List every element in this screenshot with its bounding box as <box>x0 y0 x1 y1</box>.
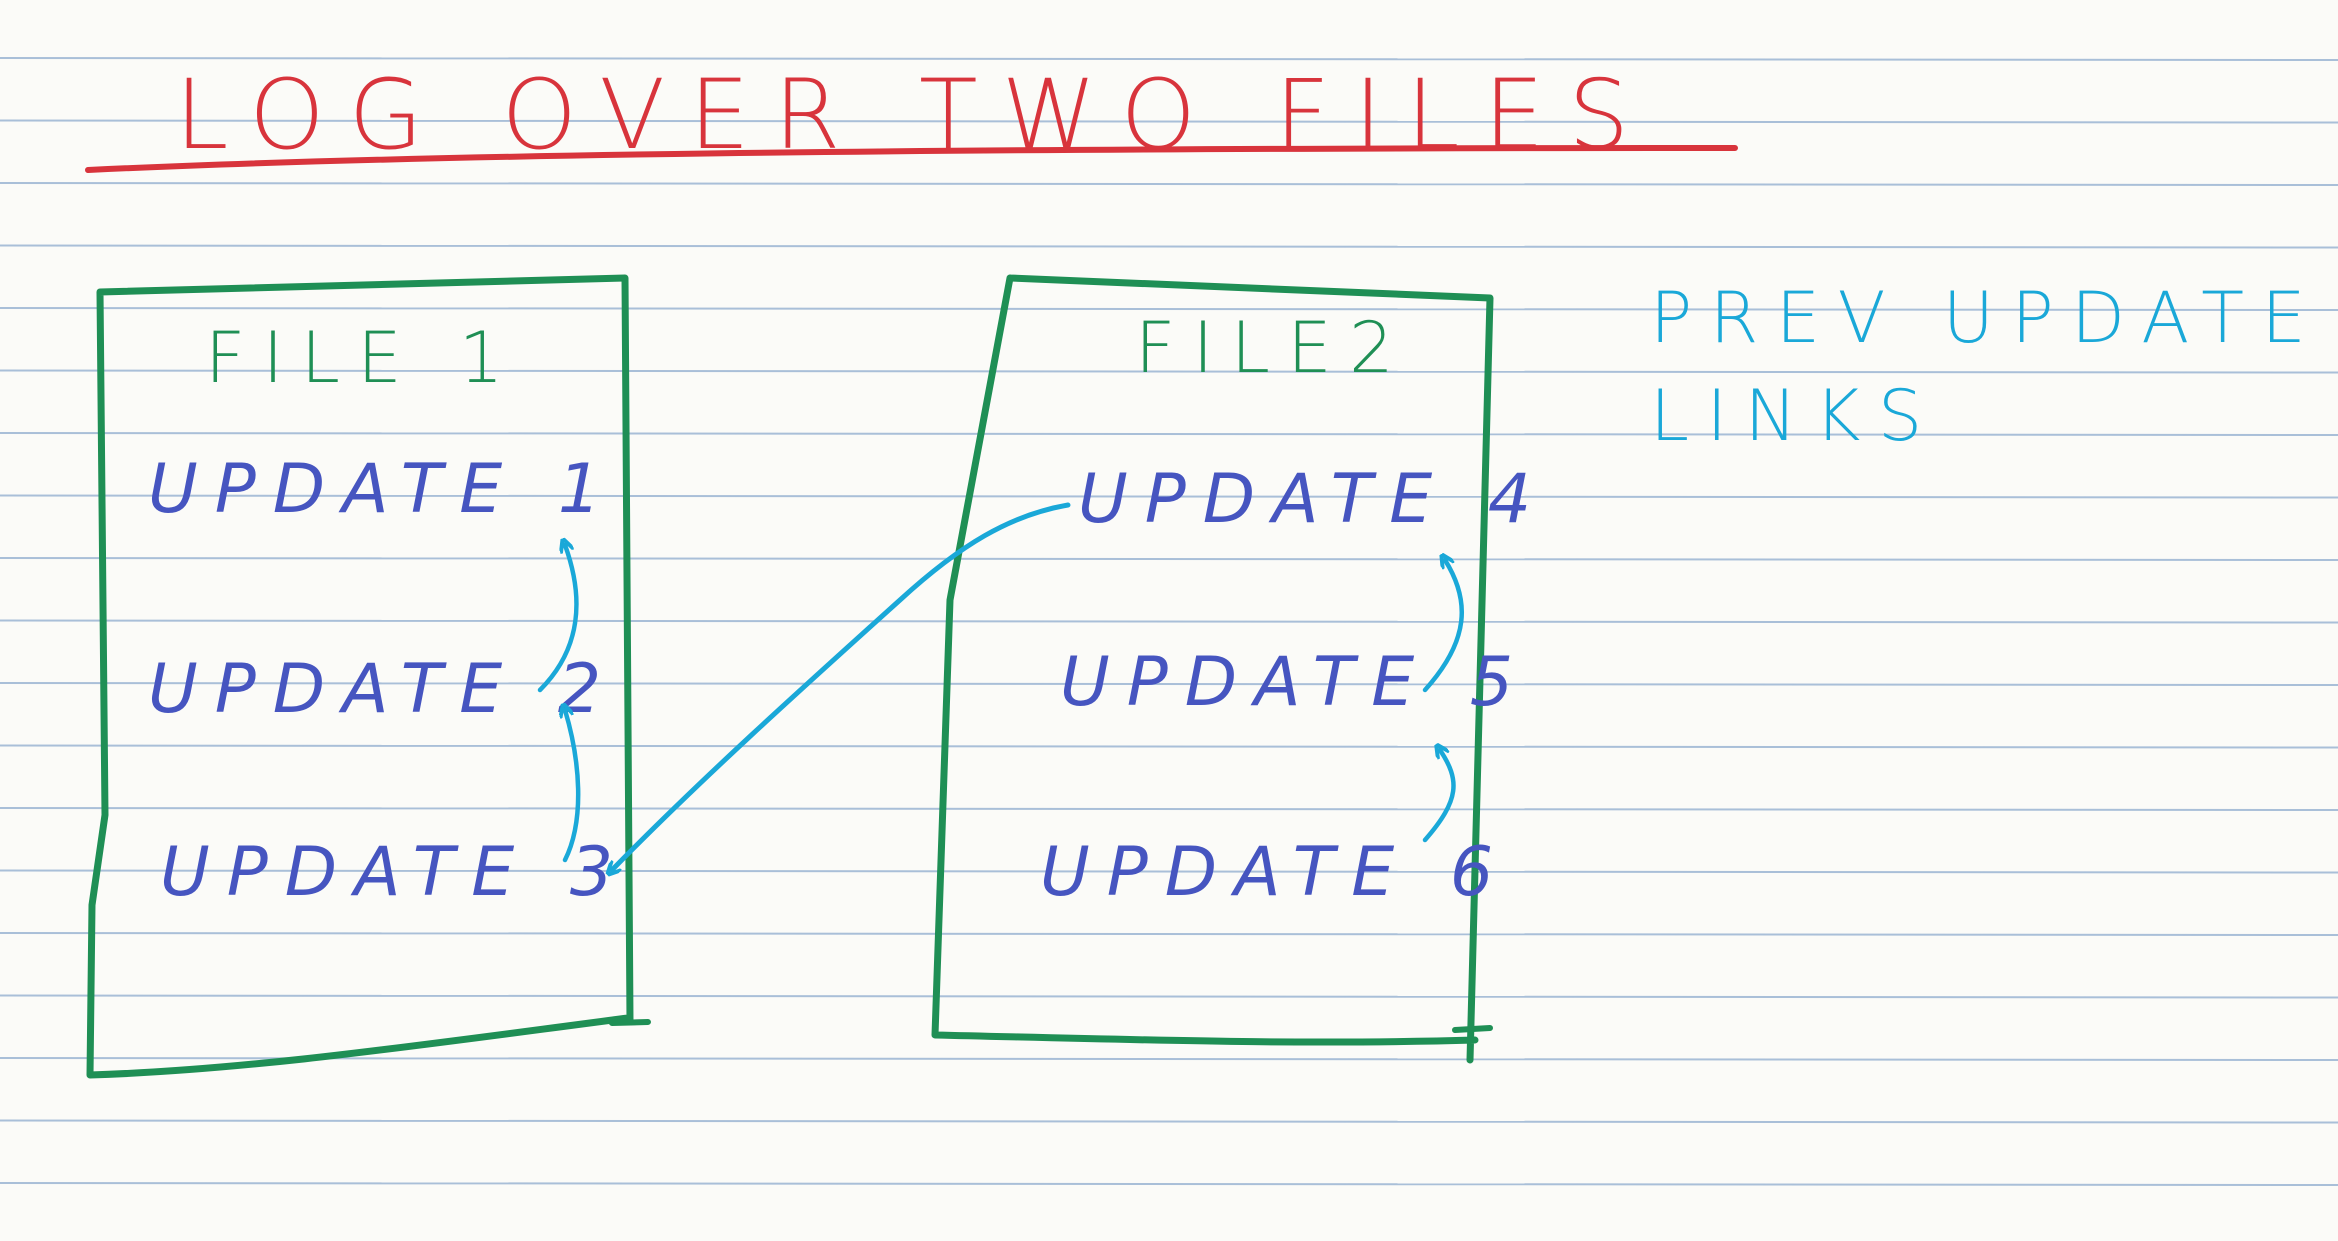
file-1-box-tick <box>609 1019 651 1026</box>
title-underline <box>85 145 1738 173</box>
prev-link-2-to-1 <box>537 545 579 693</box>
rule-line <box>0 369 2338 374</box>
rule-line <box>0 619 2338 624</box>
file-2-update-4: UPDATE 4 <box>1078 460 1548 539</box>
rule-line <box>0 932 2338 936</box>
rule-line <box>0 1057 2338 1061</box>
rule-line <box>0 307 2338 311</box>
rule-line <box>0 1182 2338 1186</box>
rule-line <box>0 744 2338 749</box>
file-2-box-tick <box>1452 1025 1493 1033</box>
rule-line <box>0 494 2338 499</box>
file-1-update-2: UPDATE 2 <box>148 650 618 729</box>
prev-link-6-to-5 <box>1422 750 1456 843</box>
rule-line <box>0 869 2338 874</box>
file-1-update-1: UPDATE 1 <box>148 450 618 529</box>
note-line-2: LINKS <box>1650 375 1940 457</box>
ruled-lines <box>0 57 2338 1186</box>
rule-line <box>0 557 2338 561</box>
rule-line <box>0 994 2338 999</box>
file-2-label: FILE2 <box>1135 307 1411 389</box>
rule-line <box>0 807 2338 811</box>
rule-line <box>0 182 2338 186</box>
rule-line <box>0 244 2338 249</box>
rule-line <box>0 682 2338 686</box>
file-2-box <box>931 274 1494 1064</box>
prev-link-3-to-2 <box>565 710 581 863</box>
note-line-1: PREV UPDATE <box>1650 277 2323 359</box>
prev-link-4-to-3 <box>612 502 1071 870</box>
file-2-update-5: UPDATE 5 <box>1060 643 1530 722</box>
rule-line <box>0 57 2338 61</box>
rule-line <box>0 1119 2338 1124</box>
file-1-update-3: UPDATE 3 <box>160 833 630 912</box>
page-title: LOG OVER TWO FILES <box>175 59 1653 171</box>
file-2-update-6: UPDATE 6 <box>1040 833 1510 912</box>
prev-link-5-to-4 <box>1422 560 1464 693</box>
file-1-box <box>86 274 634 1079</box>
rule-line <box>0 119 2338 124</box>
rule-line <box>0 432 2338 436</box>
file-1-label: FILE 1 <box>205 317 521 399</box>
